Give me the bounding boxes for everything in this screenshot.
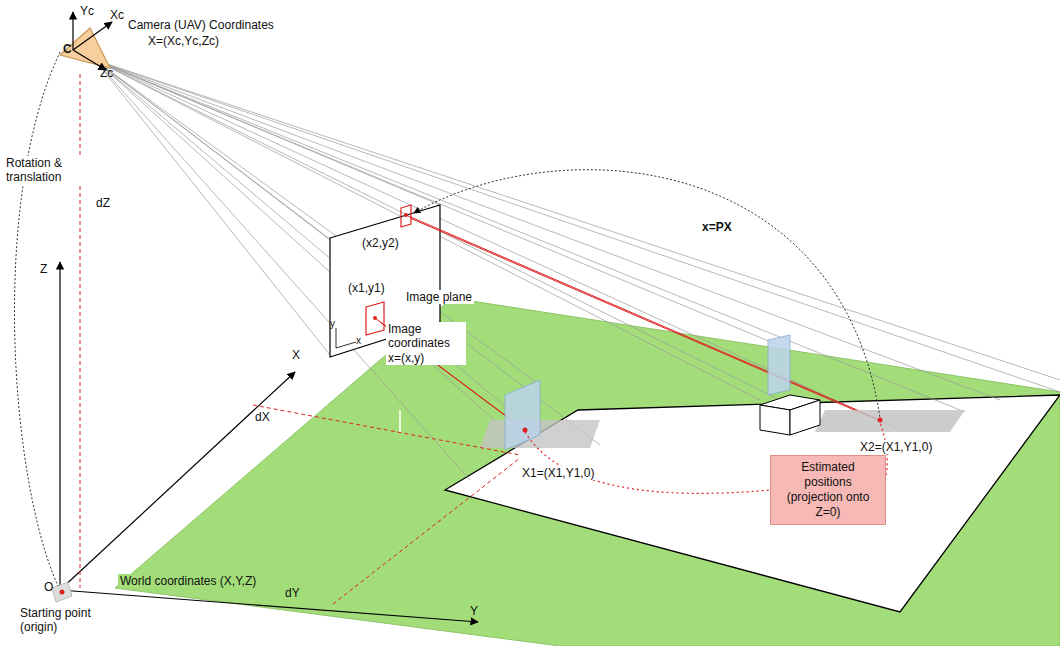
diagram-label: y: [330, 318, 335, 330]
diagram-label: X=(Xc,Yc,Zc): [146, 34, 221, 48]
diagram-label: dZ: [94, 196, 112, 210]
camera-symbol: [60, 28, 110, 68]
diagram-label: X: [290, 348, 302, 362]
diagram-label: O: [44, 580, 53, 594]
world-axes: [60, 262, 478, 622]
box-object: [760, 405, 790, 435]
diagram-label: Starting point (origin): [18, 606, 106, 635]
diagram-label: dX: [255, 410, 270, 424]
diagram-label: C: [63, 42, 72, 56]
diagram-label: Yc: [80, 4, 94, 18]
diagram-label: Image plane: [404, 290, 474, 304]
diagram-label: Z: [40, 262, 47, 276]
diagram-label: Xc: [110, 8, 124, 22]
diagram-label: X2=(X1,Y1,0): [858, 440, 934, 454]
diagram-label: (x2,y2): [360, 236, 401, 250]
object-marker: [768, 335, 790, 395]
object-shadow: [815, 410, 965, 432]
estimate-box: Estimated positions (projection onto Z=0…: [770, 455, 886, 525]
projection-rays: [95, 60, 1060, 480]
projection-lines: [375, 215, 882, 432]
diagram-label: Rotation & translation: [4, 156, 88, 185]
diagram-label: World coordinates (X,Y,Z): [118, 574, 258, 588]
diagram-label: Image coordinates x=(x,y): [386, 322, 466, 365]
transform-arc: [14, 52, 60, 586]
diagram-label: (x1,y1): [346, 281, 387, 295]
diagram-label: Camera (UAV) Coordinates: [126, 18, 276, 32]
diagram-label: Zc: [100, 66, 113, 80]
ground-plane: [115, 298, 1060, 646]
projection-arc: [414, 170, 880, 418]
diagram-label: Y: [470, 604, 478, 618]
object-marker: [505, 380, 540, 450]
camera-axes: [73, 12, 112, 70]
diagram-label: x: [356, 335, 361, 347]
box-text: Estimated positions (projection onto Z=0…: [777, 460, 879, 520]
diagram-label: x=PX: [700, 220, 734, 234]
diagram-label: X1=(X1,Y1,0): [520, 466, 596, 480]
offset-lines: [80, 74, 520, 604]
diagram-label: dY: [283, 586, 302, 600]
